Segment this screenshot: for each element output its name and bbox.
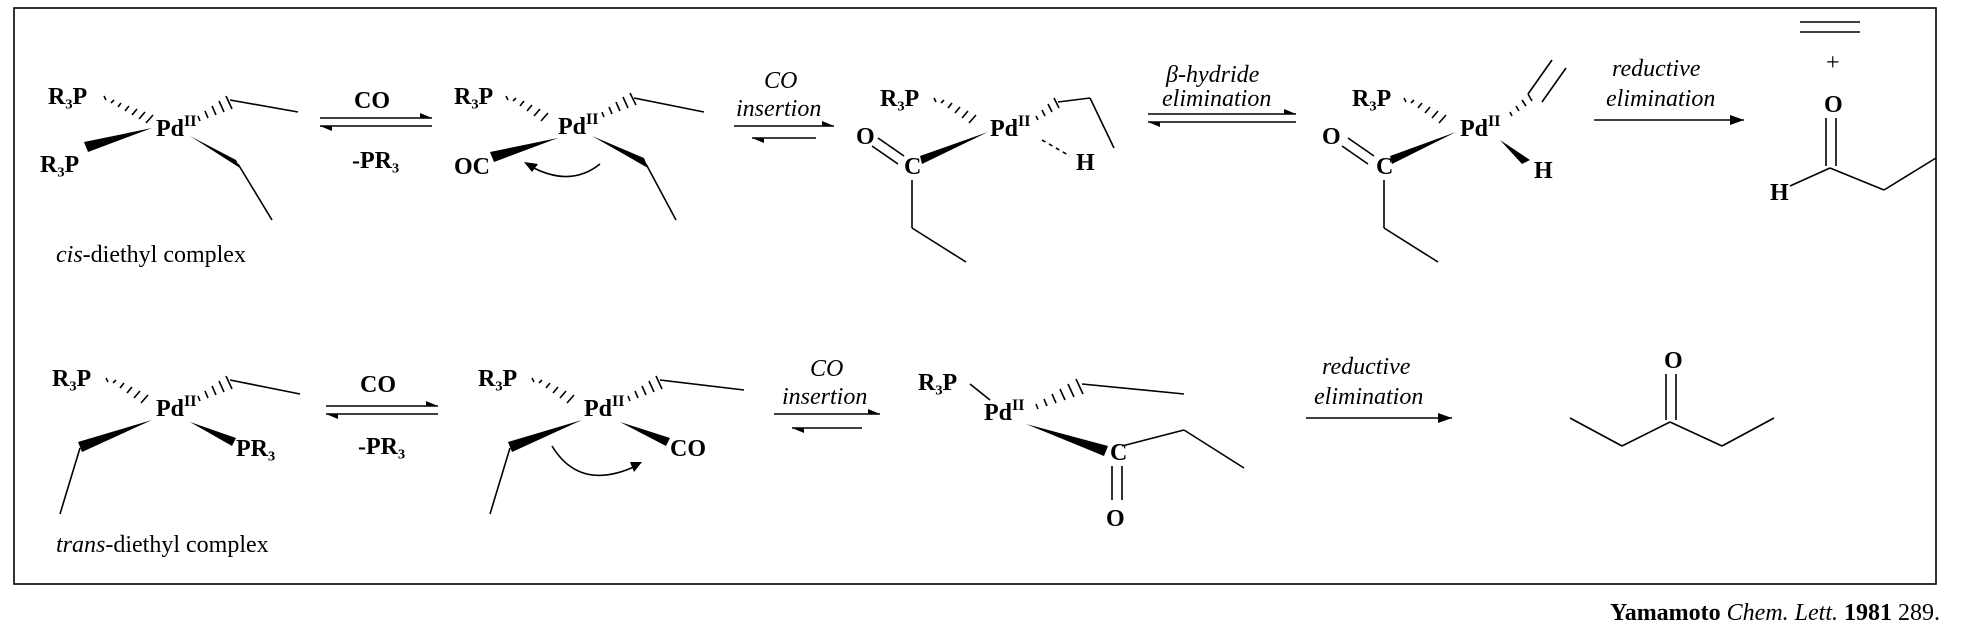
arrow-reductive-elimination: reductive elimination bbox=[1306, 354, 1452, 423]
equilibrium-arrow-co-insertion: CO insertion bbox=[774, 356, 880, 433]
atom-o: O bbox=[1322, 124, 1341, 150]
atom-pd: PdII bbox=[156, 393, 196, 422]
arrow-label-reductive: reductive bbox=[1322, 354, 1411, 380]
hashed-bond bbox=[197, 95, 233, 122]
citation: Yamamoto Chem. Lett. 1981 289. bbox=[1610, 600, 1940, 626]
wedge-bond bbox=[1500, 140, 1530, 164]
acyl-hydride-ethylene-complex: R₃P PdII H C O bbox=[1322, 59, 1567, 263]
atom-r3p: R₃P bbox=[918, 370, 957, 396]
atom-o: O bbox=[1824, 92, 1843, 118]
equilibrium-arrow-co-insertion: CO insertion bbox=[734, 68, 834, 143]
atom-pr3: PR₃ bbox=[236, 436, 275, 462]
arrow-label-elimination: elimination bbox=[1606, 86, 1715, 112]
cis-label: cis-diethyl complex bbox=[56, 242, 246, 268]
wedge-bond bbox=[84, 128, 152, 152]
arrow-label-co-line: CO bbox=[764, 68, 797, 94]
arrow-label-insertion: insertion bbox=[782, 384, 867, 410]
hashed-bond bbox=[531, 377, 575, 404]
hashed-bond bbox=[933, 97, 977, 124]
arrow-label-elimination: elimination bbox=[1162, 86, 1271, 112]
arrow-label-co: CO bbox=[354, 88, 390, 114]
arrow-reductive-elimination: reductive elimination bbox=[1594, 56, 1744, 125]
cis-diethyl-complex: R₃P R₃P PdII bbox=[40, 84, 299, 221]
ethylene-product bbox=[1800, 21, 1860, 33]
arrow-label-co-line: CO bbox=[810, 356, 843, 382]
atom-o: O bbox=[1106, 506, 1125, 532]
scheme-frame bbox=[13, 7, 1937, 585]
wedge-bond bbox=[1026, 424, 1108, 456]
wedge-bond bbox=[78, 420, 152, 452]
arrow-label-minus-pr3: -PR₃ bbox=[352, 148, 399, 174]
atom-o: O bbox=[856, 124, 875, 150]
atom-pd: PdII bbox=[990, 113, 1030, 142]
atom-pd: PdII bbox=[584, 393, 624, 422]
curved-arrow bbox=[529, 163, 601, 178]
atom-c: C bbox=[904, 154, 921, 180]
atom-pd: PdII bbox=[1460, 113, 1500, 142]
wedge-bond bbox=[620, 422, 670, 446]
pentanone-product: O bbox=[1569, 348, 1775, 447]
atom-r3p: R₃P bbox=[454, 84, 493, 110]
wedge-bond bbox=[920, 132, 988, 164]
hashed-bond bbox=[505, 95, 549, 122]
hashed-bond bbox=[105, 377, 149, 404]
arrow-label-elimination: elimination bbox=[1314, 384, 1423, 410]
hashed-bond bbox=[197, 375, 233, 402]
atom-r3p: R₃P bbox=[52, 366, 91, 392]
acyl-ethyl-complex: R₃P PdII C O bbox=[918, 370, 1245, 532]
atom-r3p: R₃P bbox=[1352, 86, 1391, 112]
arrow-label-insertion: insertion bbox=[736, 96, 821, 122]
equilibrium-arrow-co-addition: CO -PR₃ bbox=[320, 88, 432, 174]
atom-h: H bbox=[1770, 180, 1789, 206]
propanal-product: O H bbox=[1770, 92, 1937, 206]
trans-co-adduct-complex: R₃P PdII CO bbox=[478, 366, 745, 515]
agostic-interaction bbox=[1041, 139, 1071, 157]
arrow-label-co: CO bbox=[360, 372, 396, 398]
atom-oc: OC bbox=[454, 154, 490, 180]
wedge-bond bbox=[508, 420, 582, 452]
co-adduct-complex: R₃P PdII OC bbox=[454, 84, 705, 221]
hashed-bond bbox=[601, 92, 637, 118]
hashed-bond bbox=[1035, 378, 1084, 410]
wedge-bond bbox=[190, 422, 236, 446]
hashed-bond bbox=[1403, 97, 1447, 124]
wedge-bond bbox=[592, 136, 648, 168]
atom-o: O bbox=[1664, 348, 1683, 374]
hashed-bond bbox=[1035, 97, 1060, 121]
curved-arrow bbox=[551, 445, 637, 477]
wedge-bond bbox=[190, 136, 240, 168]
atom-co: CO bbox=[670, 436, 706, 462]
atom-c: C bbox=[1110, 440, 1127, 466]
hashed-bond bbox=[1509, 93, 1533, 117]
atom-pd: PdII bbox=[984, 397, 1024, 426]
trans-label: trans-diethyl complex bbox=[56, 532, 269, 558]
atom-r3p: R₃P bbox=[880, 86, 919, 112]
atom-r3p: R₃P bbox=[478, 366, 517, 392]
hashed-bond bbox=[627, 375, 663, 402]
atom-c: C bbox=[1376, 154, 1393, 180]
atom-h: H bbox=[1534, 158, 1553, 184]
equilibrium-arrow-beta-hydride: β-hydride elimination bbox=[1148, 62, 1296, 127]
atom-r3p: R₃P bbox=[48, 84, 87, 110]
trans-diethyl-complex: R₃P PdII PR₃ bbox=[52, 366, 301, 515]
atom-r3p: R₃P bbox=[40, 152, 79, 178]
wedge-bond bbox=[490, 138, 558, 162]
atom-pd: PdII bbox=[558, 111, 598, 140]
acyl-agostic-complex: R₃P PdII H C O bbox=[856, 86, 1115, 263]
atom-h: H bbox=[1076, 150, 1095, 176]
wedge-bond bbox=[1390, 132, 1456, 164]
arrow-label-beta-hydride: β-hydride bbox=[1165, 62, 1260, 88]
arrow-label-minus-pr3: -PR₃ bbox=[358, 434, 405, 460]
hashed-bond bbox=[103, 95, 154, 124]
equilibrium-arrow-co-addition: CO -PR₃ bbox=[326, 372, 438, 460]
plus-sign: + bbox=[1826, 50, 1840, 76]
atom-pd: PdII bbox=[156, 113, 196, 142]
arrow-label-reductive: reductive bbox=[1612, 56, 1701, 82]
